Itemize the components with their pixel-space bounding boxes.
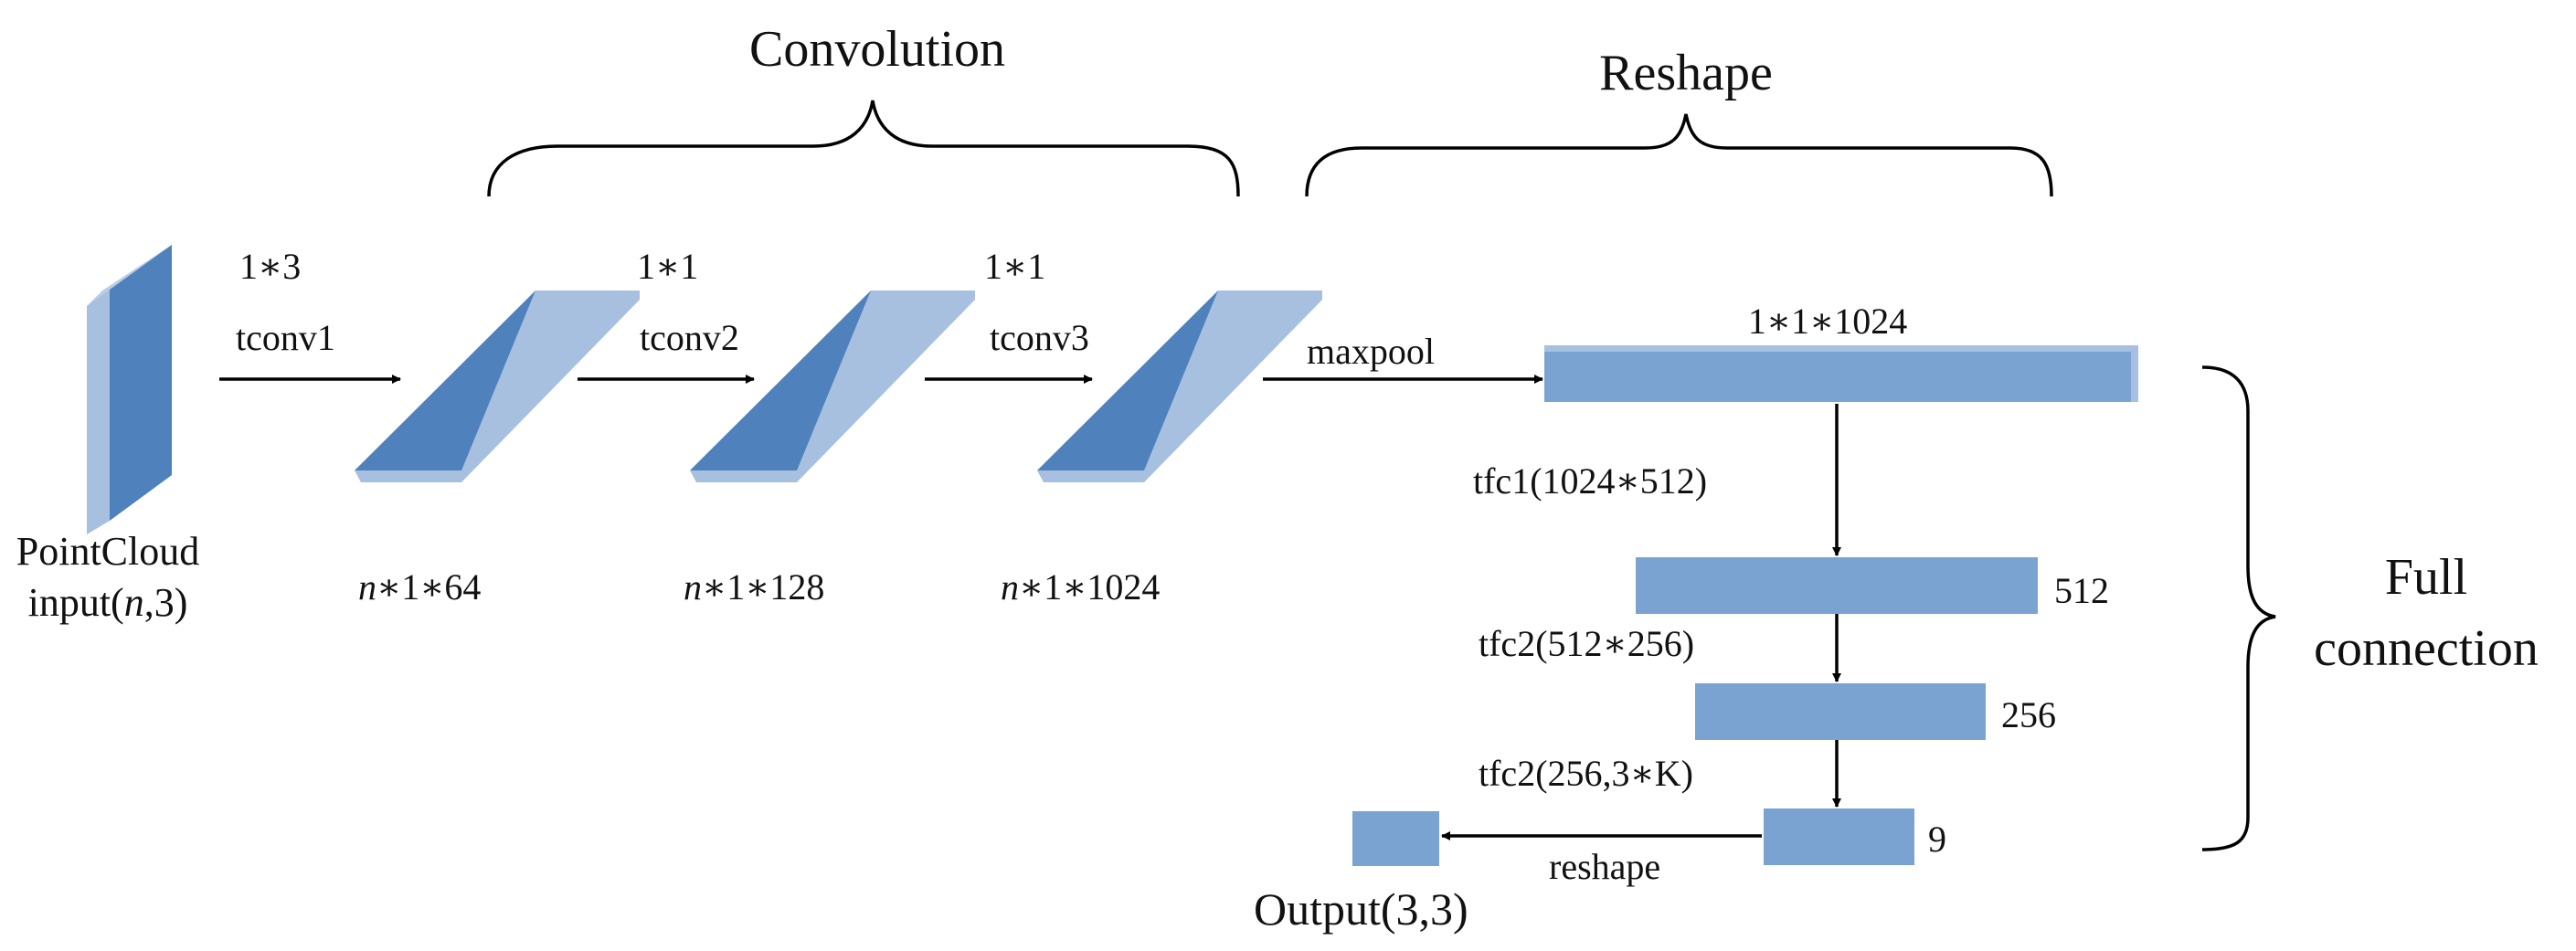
- maxpool-label: maxpool: [1307, 331, 1435, 372]
- conv-block-3: [1037, 291, 1322, 482]
- reshape-brace: [1305, 113, 2053, 197]
- fc-size-512: 512: [2054, 570, 2109, 611]
- full-connection-brace: [2201, 365, 2276, 851]
- fc-bar-9: [1764, 808, 1914, 865]
- pool-bar-top: [1544, 345, 2138, 353]
- conv-block-2-edge-bottom: [690, 470, 797, 482]
- conv-block-2-edge-right: [797, 291, 975, 482]
- tconv3-label: tconv3: [990, 317, 1089, 358]
- conv-block-3-edge-bottom: [1037, 470, 1144, 482]
- conv-dim-2: n∗1∗128: [684, 566, 824, 608]
- conv-block-1-edge-bottom: [355, 470, 461, 482]
- input-label-1: PointCloud: [16, 529, 200, 574]
- conv-dim-1: n∗1∗64: [358, 566, 481, 608]
- tconv2-label: tconv2: [640, 317, 739, 358]
- kernel-2-label: 1∗1: [637, 246, 698, 287]
- pool-bar: [1544, 345, 2138, 402]
- fc2-label: tfc2(512∗256): [1479, 623, 1694, 664]
- input-label-2: input(n,3): [28, 580, 188, 625]
- output-block: [1352, 811, 1439, 866]
- kernel-1-label: 1∗3: [239, 246, 301, 287]
- convolution-brace: [487, 100, 1240, 197]
- reshape-label: reshape: [1549, 846, 1660, 887]
- fc-bar-256: [1695, 683, 1986, 740]
- fc-bar-512: [1636, 557, 2038, 614]
- pool-dim-label: 1∗1∗1024: [1748, 301, 1907, 342]
- convolution-title: Convolution: [749, 21, 1005, 78]
- conv-block-1-edge-right: [461, 291, 640, 482]
- full-connection-title-2: connection: [2314, 620, 2539, 677]
- fc-size-9: 9: [1928, 819, 1946, 860]
- tconv1-label: tconv1: [236, 317, 335, 358]
- fc-size-256: 256: [2001, 694, 2056, 735]
- full-connection-title-1: Full: [2385, 549, 2467, 606]
- input-block-top: [87, 245, 172, 306]
- fc3-label: tfc2(256,3∗K): [1479, 753, 1693, 794]
- conv-dim-3: n∗1∗1024: [1001, 566, 1160, 608]
- input-block-side: [110, 245, 172, 521]
- conv-block-1: [355, 291, 640, 482]
- input-block-front: [87, 290, 110, 534]
- input-block: [87, 245, 172, 534]
- reshape-title: Reshape: [1599, 45, 1773, 101]
- kernel-3-label: 1∗1: [984, 246, 1045, 287]
- pool-bar-side: [2131, 345, 2138, 402]
- conv-block-2: [690, 291, 975, 482]
- conv-block-3-edge-right: [1144, 291, 1322, 482]
- fc1-label: tfc1(1024∗512): [1473, 460, 1707, 502]
- pool-bar-front: [1544, 352, 2131, 402]
- output-label: Output(3,3): [1254, 883, 1468, 935]
